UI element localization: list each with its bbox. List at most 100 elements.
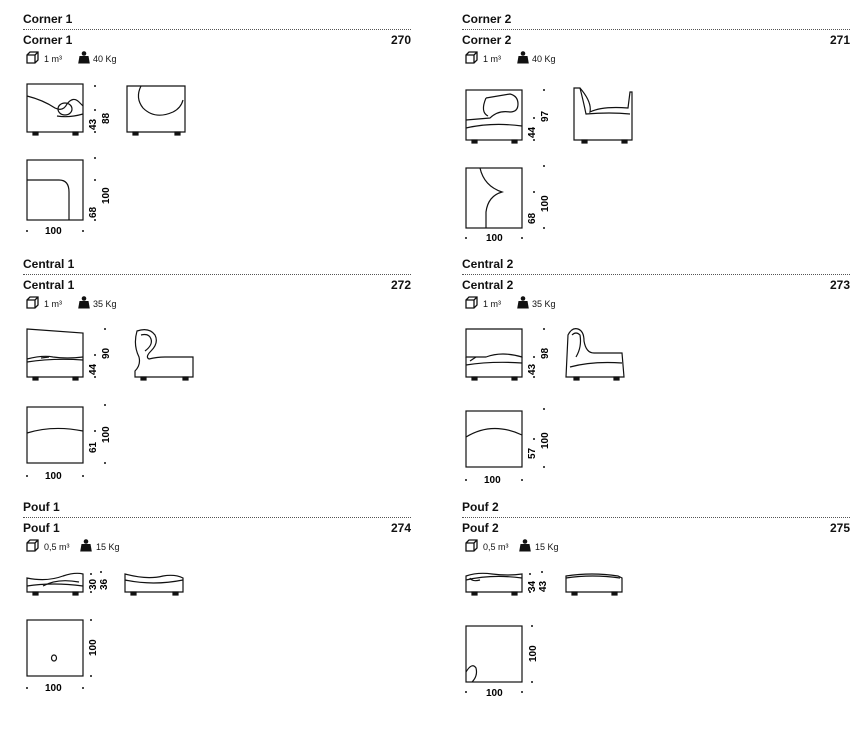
cube-icon [26,539,39,552]
cube-icon [465,51,478,64]
product-drawings: 44 97 68 100 100 [465,87,633,244]
product-name: Pouf 2 [462,521,499,535]
product-block-corner-1: Corner 1 Corner 1 270 1 m³ 40 Kg [23,12,411,237]
dimension-dots [465,571,543,693]
product-specs: 0,5 m³ 15 Kg [23,539,411,555]
product-name: Central 1 [23,278,75,292]
section-divider [462,27,850,30]
dimension-dots [26,85,96,232]
side-width-dim: 100 [101,426,112,443]
section-divider [462,272,850,275]
product-code: 271 [829,33,850,47]
product-block-central-2: Central 2 Central 2 273 1 m³ 35 Kg [462,257,850,486]
total-height-dim: 90 [101,347,112,359]
product-block-pouf-1: Pouf 1 Pouf 1 274 0,5 m³ 15 Kg [23,500,411,694]
side-view [134,329,194,381]
weight-value: 35 Kg [93,299,117,309]
seat-height-dim: 44 [527,126,538,138]
side-width-dim: 100 [101,187,112,204]
product-block-corner-2: Corner 2 Corner 2 271 1 m³ 40 Kg [462,12,850,244]
volume-value: 1 m³ [483,54,501,64]
top-view [26,406,84,464]
weight-value: 15 Kg [535,542,559,552]
depth-dim: 57 [527,447,538,459]
width-dim: 100 [45,226,62,237]
side-view [565,328,625,381]
product-code: 272 [390,278,411,292]
side-view [126,85,186,136]
front-view [26,83,84,136]
side-view [124,573,184,596]
depth-dim: 68 [527,212,538,224]
section-title: Pouf 2 [462,500,499,514]
cube-icon [465,296,478,309]
volume-value: 0,5 m³ [483,542,509,552]
depth-dim: 61 [88,441,99,453]
product-name: Central 2 [462,278,514,292]
product-specs: 0,5 m³ 15 Kg [462,539,850,555]
weight-icon [517,296,529,309]
width-dim: 100 [486,688,503,699]
product-specs: 1 m³ 40 Kg [462,51,850,67]
product-code: 273 [829,278,850,292]
product-drawings: 44 90 61 100 100 [26,328,194,482]
product-code: 270 [390,33,411,47]
product-code: 274 [390,521,411,535]
top-view [465,625,523,683]
product-specs: 1 m³ 35 Kg [23,296,411,312]
seat-height-dim: 43 [88,118,99,130]
width-dim: 100 [486,233,503,244]
product-specs: 1 m³ 35 Kg [462,296,850,312]
weight-value: 40 Kg [532,54,556,64]
width-dim: 100 [45,683,62,694]
section-title: Central 1 [23,257,75,271]
section-title: Corner 2 [462,12,512,26]
dimension-dots [26,328,106,477]
volume-value: 1 m³ [44,54,62,64]
product-code: 275 [829,521,850,535]
weight-value: 35 Kg [532,299,556,309]
seat-height-dim: 43 [527,363,538,375]
front-view [26,328,84,381]
product-drawings: 43 88 68 100 100 [26,83,186,237]
weight-icon [517,51,529,64]
product-name: Corner 1 [23,33,73,47]
total-height-dim: 97 [540,110,551,122]
section-divider [23,515,411,518]
product-block-central-1: Central 1 Central 1 272 1 m³ 35 Kg [23,257,411,482]
dimension-dots [26,571,102,689]
side-view [565,573,623,596]
side-width-dim: 100 [540,195,551,212]
cube-icon [26,296,39,309]
side-width-dim: 100 [528,645,539,662]
weight-icon [80,539,92,552]
section-title: Corner 1 [23,12,73,26]
width-dim: 100 [45,471,62,482]
side-view [573,87,633,144]
volume-value: 0,5 m³ [44,542,70,552]
product-drawings: 43 98 57 100 100 [465,328,625,486]
section-divider [462,515,850,518]
product-block-pouf-2: Pouf 2 Pouf 2 275 0,5 m³ 15 Kg [462,500,850,699]
top-view [26,619,84,677]
front-view [465,572,523,596]
dimension-dots [465,89,545,239]
total-height-dim: 36 [99,578,110,590]
front-view [465,328,523,381]
width-dim: 100 [484,475,501,486]
volume-value: 1 m³ [483,299,501,309]
cube-icon [465,539,478,552]
side-width-dim: 100 [540,432,551,449]
total-height-dim: 43 [538,580,549,592]
weight-value: 40 Kg [93,54,117,64]
depth-dim: 68 [88,206,99,218]
side-width-dim: 100 [88,639,99,656]
front-view [26,572,84,596]
product-specs: 1 m³ 40 Kg [23,51,411,67]
weight-icon [78,296,90,309]
section-divider [23,272,411,275]
section-divider [23,27,411,30]
section-title: Central 2 [462,257,514,271]
total-height-dim: 98 [540,347,551,359]
front-view [465,89,523,144]
